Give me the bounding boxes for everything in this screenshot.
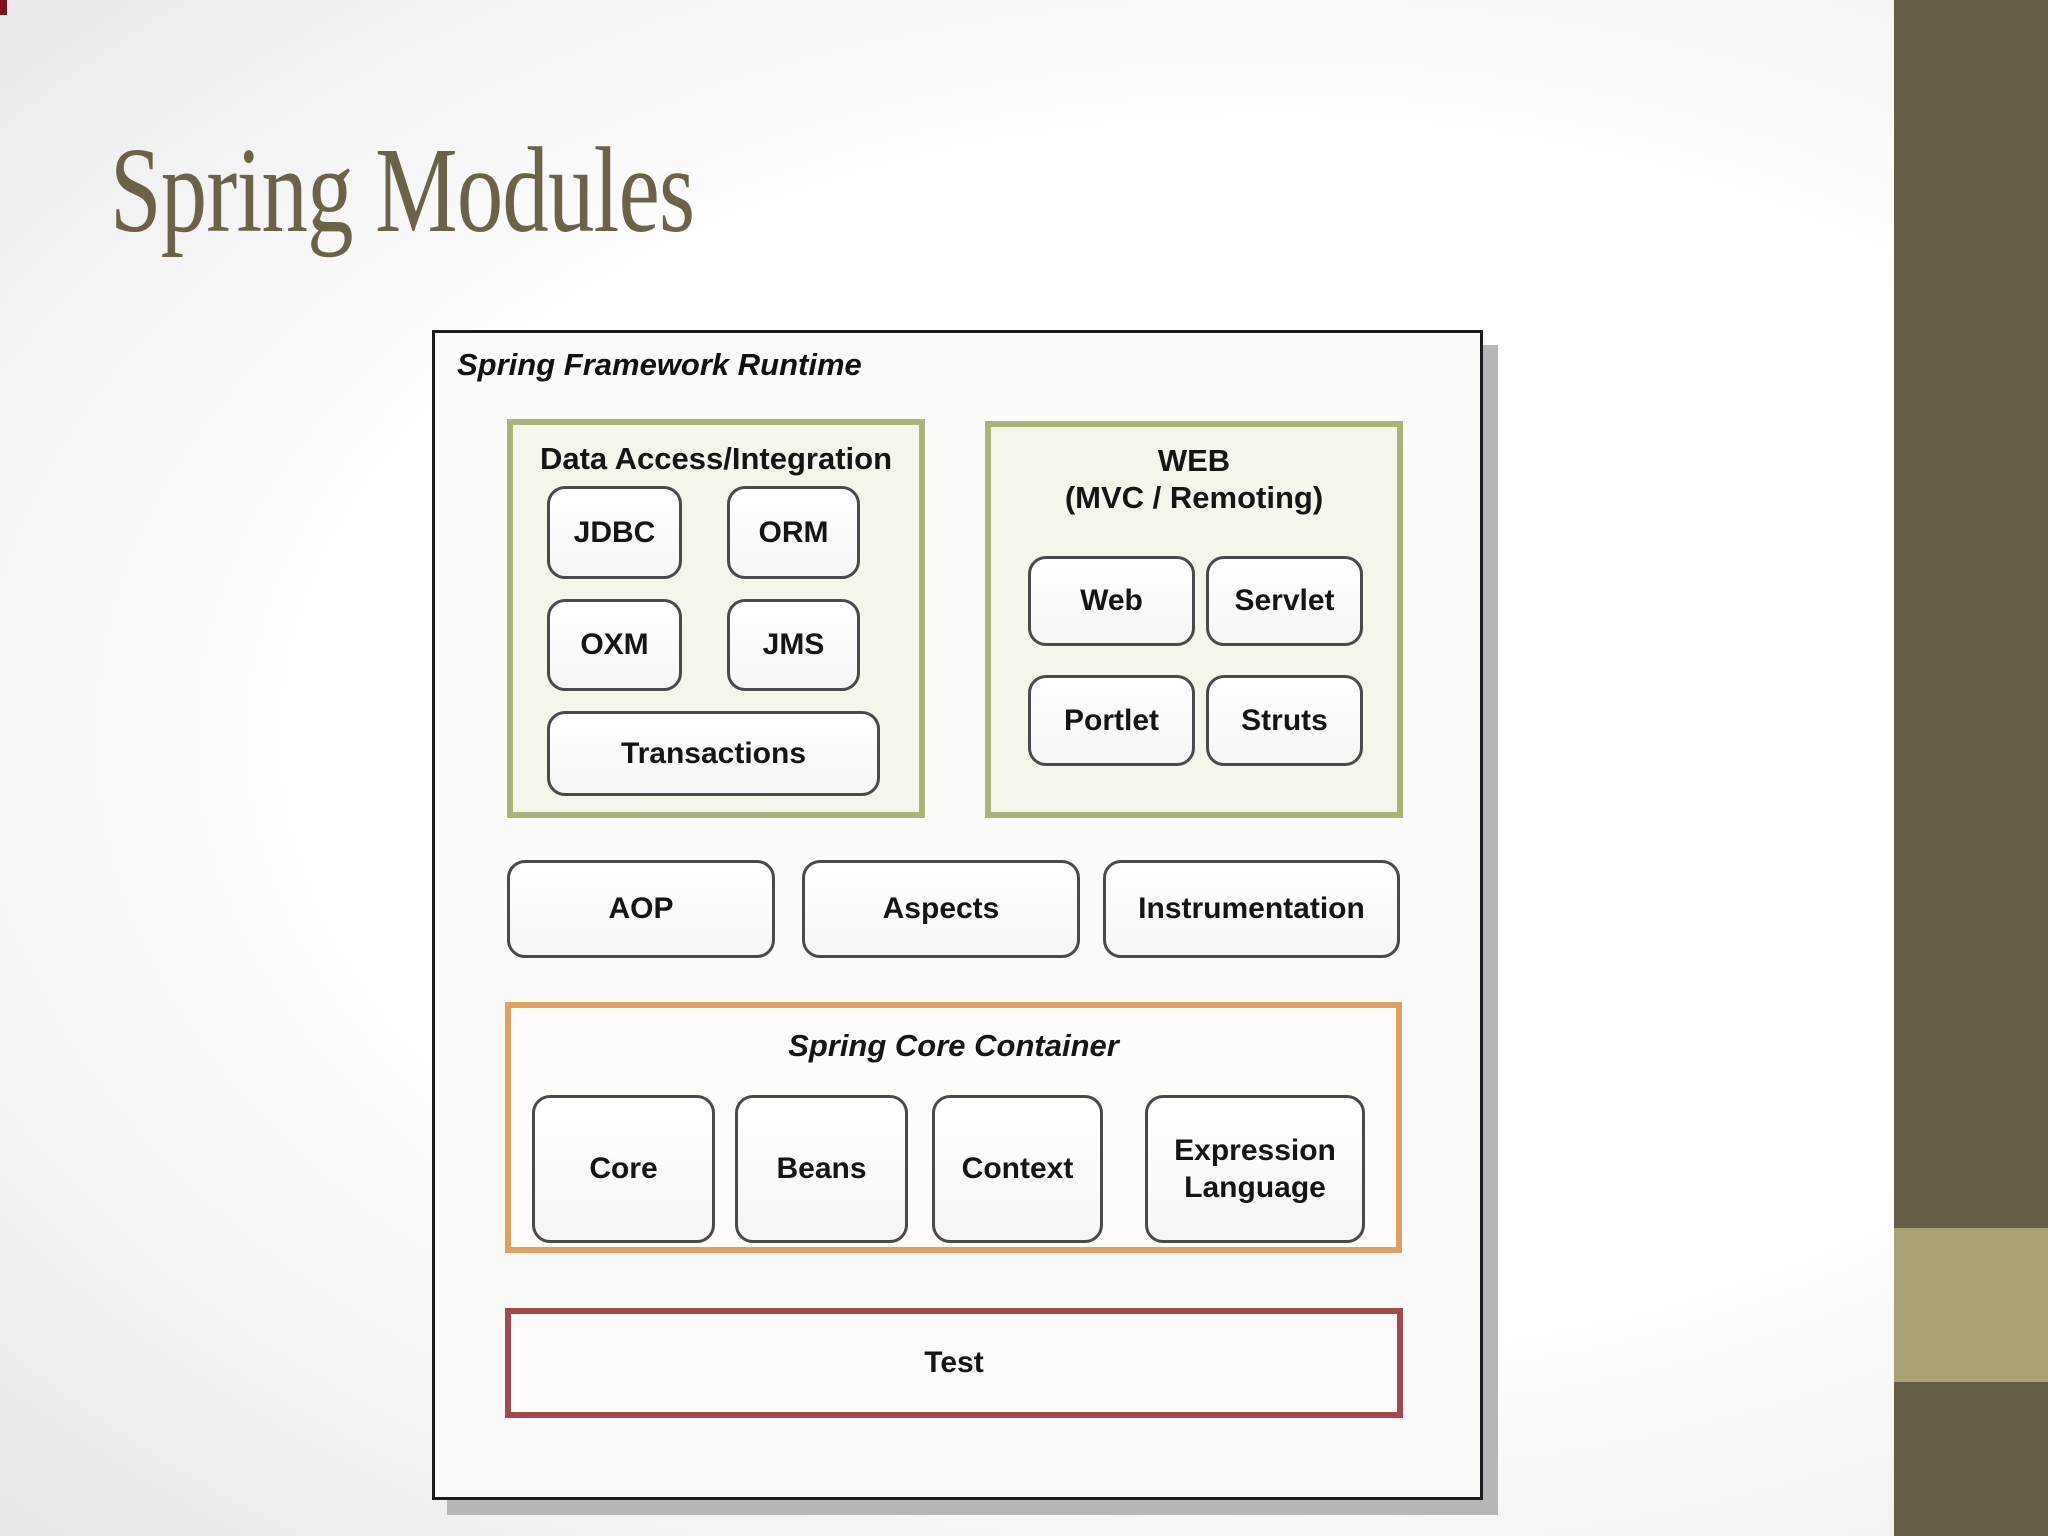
module-servlet: Servlet <box>1206 556 1363 646</box>
data-access-title: Data Access/Integration <box>539 441 893 476</box>
spring-core-container-group: Spring Core Container Core Beans Context… <box>505 1002 1402 1253</box>
module-orm: ORM <box>727 486 860 579</box>
web-title-line1: WEB <box>1157 443 1231 478</box>
module-web: Web <box>1028 556 1195 646</box>
corner-accent-mark <box>0 0 7 15</box>
module-transactions: Transactions <box>547 711 880 796</box>
module-expression-language: Expression Language <box>1145 1095 1365 1243</box>
module-beans: Beans <box>735 1095 908 1243</box>
module-test: Test <box>505 1308 1403 1418</box>
module-jdbc: JDBC <box>547 486 682 579</box>
slide-title: Spring Modules <box>110 123 695 258</box>
module-portlet: Portlet <box>1028 675 1195 766</box>
module-instrumentation: Instrumentation <box>1103 860 1400 958</box>
module-jms: JMS <box>727 599 860 691</box>
web-group: WEB (MVC / Remoting) Web Servlet Portlet… <box>985 421 1403 818</box>
web-group-title: WEB (MVC / Remoting) <box>991 443 1397 516</box>
right-sidebar <box>1894 0 2048 1536</box>
data-access-group: Data Access/Integration JDBC ORM OXM JMS… <box>507 419 925 818</box>
module-core: Core <box>532 1095 715 1243</box>
module-oxm: OXM <box>547 599 682 691</box>
module-aop: AOP <box>507 860 775 958</box>
module-struts: Struts <box>1206 675 1363 766</box>
web-title-line2: (MVC / Remoting) <box>1064 479 1324 515</box>
runtime-label: Spring Framework Runtime <box>457 347 862 382</box>
module-aspects: Aspects <box>802 860 1080 958</box>
module-context: Context <box>932 1095 1103 1243</box>
core-container-title: Spring Core Container <box>788 1028 1119 1063</box>
spring-framework-runtime-box: Spring Framework Runtime Data Access/Int… <box>432 330 1483 1500</box>
sidebar-accent-square <box>1894 1228 2048 1382</box>
